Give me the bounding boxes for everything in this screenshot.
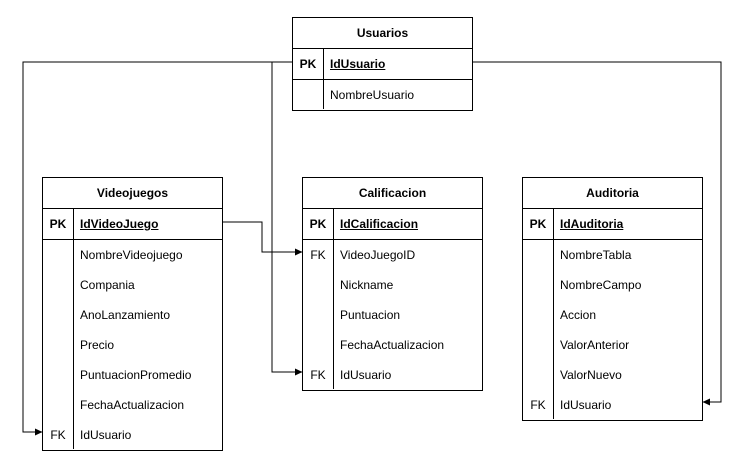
entity-row: PK IdUsuario	[293, 49, 472, 80]
key-badge: PK	[49, 217, 67, 231]
key-badge	[303, 270, 333, 300]
field-name: NombreCampo	[560, 278, 642, 292]
entity-row: PK IdVideoJuego	[43, 209, 222, 240]
key-badge	[303, 300, 333, 330]
relation-videojuegos-calificacion	[222, 221, 303, 256]
key-badge	[303, 330, 333, 360]
entity-title: Videojuegos	[43, 178, 222, 209]
field-name: IdAuditoria	[560, 217, 624, 231]
entity-row: NombreTabla	[523, 240, 702, 270]
relation-usuarios-videojuegos	[22, 61, 292, 436]
entity-row: Precio	[43, 330, 222, 360]
field-name: Nickname	[340, 278, 394, 292]
key-badge	[43, 300, 73, 330]
entity-row: Puntuacion	[303, 300, 482, 330]
key-badge: FK	[310, 248, 326, 262]
key-badge	[43, 330, 73, 360]
field-name: IdUsuario	[560, 398, 612, 412]
key-badge	[293, 80, 323, 110]
entity-row: NombreVideojuego	[43, 240, 222, 270]
entity-title: Usuarios	[293, 18, 472, 49]
key-badge	[43, 270, 73, 300]
key-badge: PK	[529, 217, 547, 231]
entity-row: ValorNuevo	[523, 360, 702, 390]
entity-row: FK IdUsuario	[303, 360, 482, 390]
entity-row: ValorAnterior	[523, 330, 702, 360]
key-badge: FK	[530, 398, 546, 412]
field-name: FechaActualizacion	[340, 338, 445, 352]
field-name: Precio	[80, 338, 115, 352]
field-name: IdUsuario	[340, 368, 392, 382]
field-name: IdCalificacion	[340, 217, 419, 231]
entity-row: PK IdCalificacion	[303, 209, 482, 240]
relation-usuarios-calificacion	[271, 61, 303, 376]
key-badge: PK	[309, 217, 327, 231]
field-name: ValorAnterior	[560, 338, 630, 352]
entity-calificacion[interactable]: Calificacion PK IdCalificacion FK VideoJ…	[302, 177, 483, 391]
entity-title: Auditoria	[523, 178, 702, 209]
entity-row: PuntuacionPromedio	[43, 360, 222, 390]
field-name: IdUsuario	[330, 57, 386, 71]
field-name: NombreUsuario	[330, 88, 415, 102]
entity-row: FechaActualizacion	[303, 330, 482, 360]
field-name: PuntuacionPromedio	[80, 368, 192, 382]
entity-row: FK VideoJuegoID	[303, 240, 482, 270]
field-name: AnoLanzamiento	[80, 308, 171, 322]
entity-row: FK IdUsuario	[43, 420, 222, 450]
entity-videojuegos[interactable]: Videojuegos PK IdVideoJuego NombreVideoj…	[42, 177, 223, 451]
key-badge	[43, 240, 73, 270]
key-badge: PK	[299, 57, 317, 71]
field-name: Puntuacion	[340, 308, 401, 322]
entity-title: Calificacion	[303, 178, 482, 209]
field-name: Compania	[80, 278, 135, 292]
entity-row: Nickname	[303, 270, 482, 300]
entity-row: FechaActualizacion	[43, 390, 222, 420]
field-name: NombreVideojuego	[80, 248, 183, 262]
field-name: IdUsuario	[80, 428, 132, 442]
key-badge	[43, 360, 73, 390]
key-badge	[43, 390, 73, 420]
entity-row: FK IdUsuario	[523, 390, 702, 420]
entity-auditoria[interactable]: Auditoria PK IdAuditoria NombreTabla Nom…	[522, 177, 703, 421]
key-badge	[523, 360, 553, 390]
key-badge	[523, 270, 553, 300]
field-name: ValorNuevo	[560, 368, 622, 382]
entity-row: PK IdAuditoria	[523, 209, 702, 240]
key-badge: FK	[50, 428, 66, 442]
relation-usuarios-auditoria	[472, 61, 722, 406]
field-name: Accion	[560, 308, 597, 322]
entity-row: Compania	[43, 270, 222, 300]
key-badge	[523, 300, 553, 330]
key-badge	[523, 240, 553, 270]
field-name: NombreTabla	[560, 248, 632, 262]
entity-row: AnoLanzamiento	[43, 300, 222, 330]
entity-row: NombreUsuario	[293, 80, 472, 110]
field-name: VideoJuegoID	[340, 248, 416, 262]
field-name: IdVideoJuego	[80, 217, 159, 231]
key-badge	[523, 330, 553, 360]
key-badge: FK	[310, 368, 326, 382]
entity-usuarios[interactable]: Usuarios PK IdUsuario NombreUsuario	[292, 17, 473, 111]
entity-row: Accion	[523, 300, 702, 330]
entity-row: NombreCampo	[523, 270, 702, 300]
field-name: FechaActualizacion	[80, 398, 185, 412]
